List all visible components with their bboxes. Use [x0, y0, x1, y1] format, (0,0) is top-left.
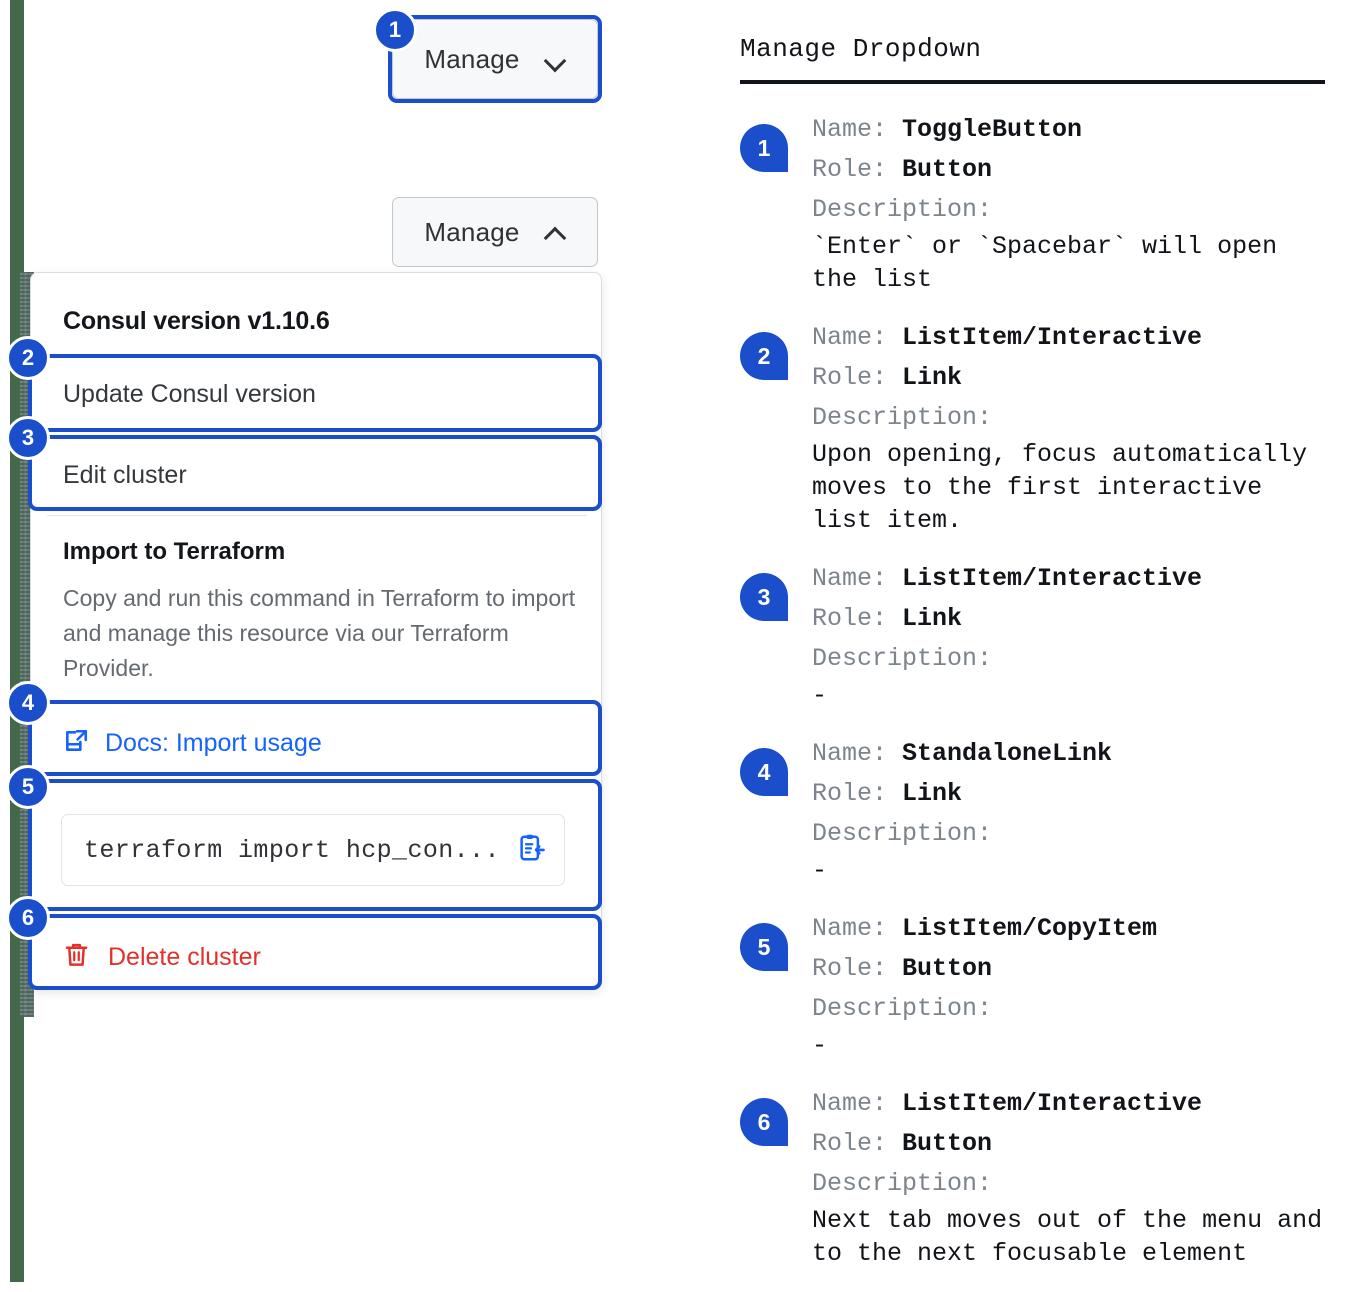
legend-entry-description-label: Description: — [812, 644, 993, 673]
annotation-badge-2: 2 — [740, 332, 788, 380]
annotation-badge-2: 2 — [6, 336, 50, 380]
manage-toggle-button-open[interactable]: Manage — [392, 197, 598, 267]
annotation-badge-4: 4 — [740, 748, 788, 796]
annotation-badge-3: 3 — [740, 573, 788, 621]
annotation-badge-1: 1 — [740, 124, 788, 172]
annotation-badge-1: 1 — [373, 8, 417, 52]
menu-section-description: Copy and run this command in Terraform t… — [63, 585, 576, 681]
manage-toggle-button-closed[interactable]: Manage — [392, 19, 598, 99]
menu-item-label: Edit cluster — [63, 460, 187, 489]
copy-clipboard-icon[interactable] — [516, 833, 546, 868]
legend-entry-description-label: Description: — [812, 994, 993, 1023]
menu-divider — [47, 515, 587, 516]
legend-entry-name: Name: ListItem/Interactive — [812, 323, 1203, 352]
legend-entry-description-label: Description: — [812, 819, 993, 848]
legend-entry-description-label: Description: — [812, 195, 993, 224]
legend-entry-role: Role: Link — [812, 363, 963, 392]
legend-entry-role: Role: Button — [812, 1129, 993, 1158]
menu-item-copy-command[interactable]: terraform import hcp_con... — [33, 786, 599, 914]
manage-toggle-label: Manage — [424, 43, 520, 74]
menu-section-header-import-terraform: Import to Terraform — [63, 538, 286, 565]
menu-item-docs-import-usage[interactable]: Docs: Import usage — [33, 707, 599, 779]
legend-entry-name: Name: ListItem/Interactive — [812, 1089, 1203, 1118]
annotation-badge-5: 5 — [6, 765, 50, 809]
legend-entry-description-value: Next tab moves out of the menu and to th… — [812, 1206, 1323, 1268]
terraform-command-box[interactable]: terraform import hcp_con... — [61, 814, 565, 886]
legend-entry-description-label: Description: — [812, 1169, 993, 1198]
docs-link-label: Docs: Import usage — [105, 728, 322, 757]
dropdown-example-panel: Manage Manage Consul version v1.10.6 Upd… — [0, 0, 700, 1282]
annotation-badge-4: 4 — [6, 681, 50, 725]
menu-item-update-consul-version[interactable]: Update Consul version — [33, 358, 599, 430]
menu-item-delete-cluster[interactable]: Delete cluster — [33, 921, 599, 993]
chevron-down-icon — [546, 49, 566, 69]
legend-entry-description-label: Description: — [812, 403, 993, 432]
legend-entry-description-value: - — [812, 1031, 828, 1060]
legend-entry-name: Name: StandaloneLink — [812, 739, 1113, 768]
annotation-badge-3: 3 — [6, 416, 50, 460]
legend-entry-description-value: Upon opening, focus automatically moves … — [812, 440, 1308, 535]
chevron-up-icon — [546, 222, 566, 242]
legend-entry-description-value: - — [812, 856, 828, 885]
external-link-docs-icon — [63, 728, 89, 759]
legend-entry-name: Name: ListItem/CopyItem — [812, 914, 1158, 943]
legend-entry-role: Role: Link — [812, 779, 963, 808]
menu-item-edit-cluster[interactable]: Edit cluster — [33, 439, 599, 511]
manage-toggle-open-label: Manage — [424, 216, 520, 247]
legend-rule — [740, 80, 1325, 84]
delete-cluster-label: Delete cluster — [108, 942, 261, 971]
legend-entry-role: Role: Button — [812, 155, 993, 184]
legend-entry-name: Name: ListItem/Interactive — [812, 564, 1203, 593]
manage-dropdown-menu: Consul version v1.10.6 Update Consul ver… — [30, 272, 602, 990]
legend-entry-role: Role: Link — [812, 604, 963, 633]
trash-icon — [63, 941, 90, 973]
legend-entry-name: Name: ToggleButton — [812, 115, 1083, 144]
menu-section-header-consul-version: Consul version v1.10.6 — [63, 307, 330, 335]
annotation-badge-5: 5 — [740, 923, 788, 971]
annotation-badge-6: 6 — [740, 1098, 788, 1146]
legend-entry-description-value: `Enter` or `Spacebar` will open the list — [812, 232, 1278, 294]
legend-entry-role: Role: Button — [812, 954, 993, 983]
menu-item-label: Update Consul version — [63, 379, 316, 408]
terraform-command-text: terraform import hcp_con... — [84, 835, 500, 865]
legend-title: Manage Dropdown — [740, 34, 982, 64]
annotation-badge-6: 6 — [6, 896, 50, 940]
legend-entry-description-value: - — [812, 681, 828, 710]
